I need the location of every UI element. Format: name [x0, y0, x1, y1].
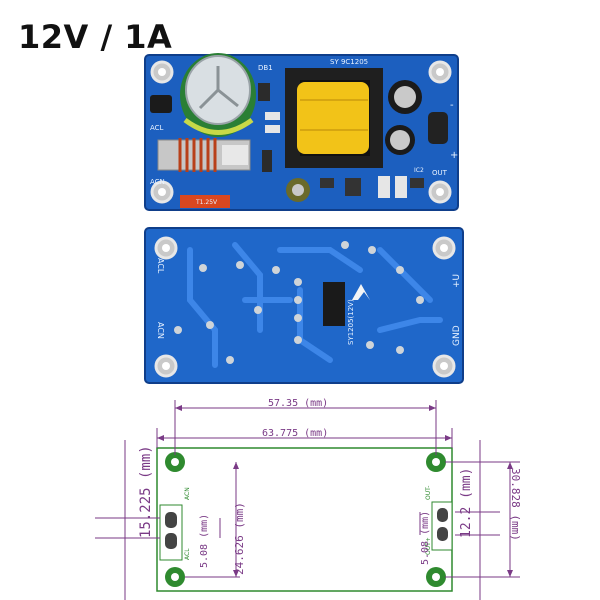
silk-bottom-gnd: GND	[452, 325, 462, 346]
fuse	[180, 195, 230, 208]
bottom-pcb-board: SY1205(12V) ACL ACN +U GND	[144, 227, 464, 384]
silk-ic2: IC2	[414, 167, 424, 174]
silk-chip-id: SY1205(12V)	[347, 299, 355, 345]
silk-bottom-acl: ACL	[156, 258, 165, 274]
silk-minus: -	[450, 100, 454, 111]
choke-inductor	[157, 138, 251, 172]
bottom-ic-chip	[323, 282, 370, 326]
silk-out: OUT	[432, 169, 448, 177]
outline-label-acl: ACL	[184, 548, 191, 560]
small-components	[258, 83, 424, 202]
green-capacitor	[180, 53, 256, 137]
product-title: 12V / 1A	[18, 18, 173, 56]
output-capacitors	[385, 80, 448, 155]
dim-30-828: 30.828 (mm)	[509, 468, 522, 541]
dim-12-2: 12.2 (mm)	[459, 468, 474, 538]
silk-db1: DB1	[258, 64, 273, 72]
silk-acl: ACL	[150, 124, 164, 132]
outline-label-out-plus: OUT+	[425, 537, 432, 555]
outline-right-terminal	[431, 501, 453, 551]
silk-acn: ACN	[150, 178, 165, 186]
solder-pads	[174, 241, 424, 364]
outline-label-acn: ACN	[184, 487, 191, 500]
dim-5-08-right: 5.08 (mm)	[420, 511, 431, 565]
top-mounting-holes	[150, 60, 452, 204]
outline-left-terminal	[159, 504, 183, 561]
black-cap	[150, 95, 172, 113]
outline-label-out-minus: OUT-	[425, 486, 432, 500]
top-pcb-board: DB1 SY 9C1205 ACN ACL OUT + - IC2 T1.25V	[144, 53, 459, 211]
dim-57-35: 57.35 (mm)	[268, 398, 328, 409]
silk-bottom-acn: ACN	[156, 322, 165, 339]
dim-24-626: 24.626 (mm)	[233, 502, 246, 575]
dim-63-775: 63.775 (mm)	[262, 428, 328, 439]
outline-board	[156, 447, 453, 592]
outline-holes	[165, 452, 446, 587]
bottom-mounting-holes	[154, 236, 456, 378]
transformer	[285, 68, 383, 168]
dim-5-08-left: 5.08 (mm)	[199, 514, 210, 568]
silk-plus: +	[450, 150, 458, 161]
silk-fuse: T1.25V	[195, 199, 218, 206]
silk-model: SY 9C1205	[330, 58, 368, 66]
dim-15-225: 15.225 (mm)	[138, 445, 154, 538]
dimension-drawing: ACN ACL OUT- OUT+	[95, 398, 522, 600]
silk-bottom-plus-u: +U	[452, 274, 462, 288]
